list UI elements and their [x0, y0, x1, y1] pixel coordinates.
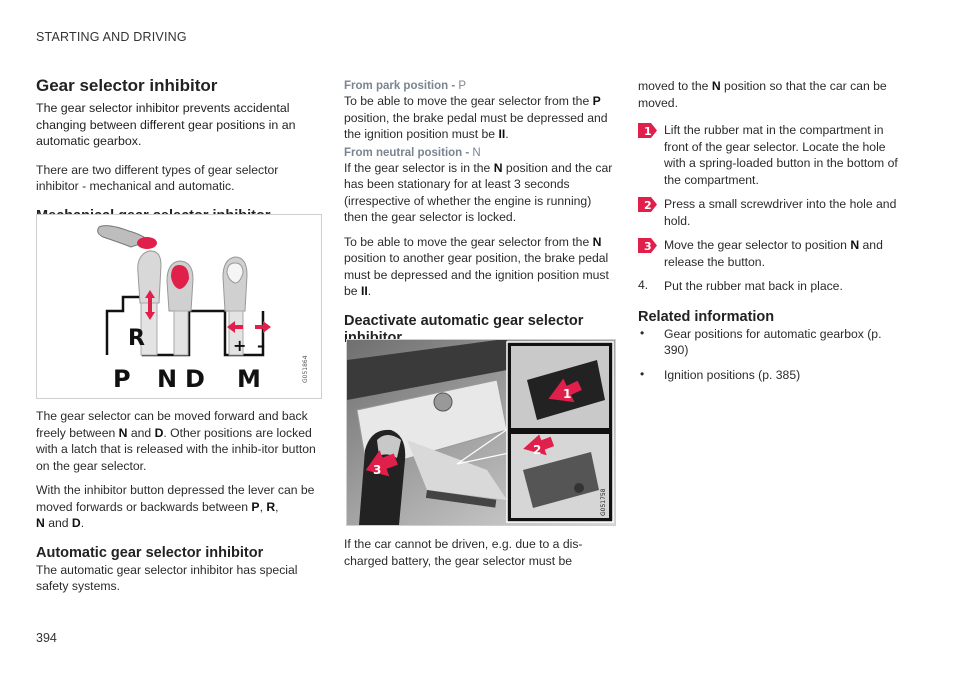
step-1: 1 Lift the rubber mat in the compartment… — [638, 122, 908, 188]
step-3: 3 Move the gear selector to position N a… — [638, 237, 908, 270]
running-header: STARTING AND DRIVING — [36, 30, 187, 44]
automatic-heading: Automatic gear selector inhibitor — [36, 544, 264, 561]
lead-paragraph: The gear selector inhibitor prevents acc… — [36, 101, 296, 148]
callout-2: 2 — [533, 443, 541, 457]
related-link-gear-positions[interactable]: • Gear positions for automatic gearbox (… — [640, 325, 882, 358]
step-marker-1-icon: 1 — [638, 123, 657, 138]
gate-label-n: N — [157, 365, 177, 393]
automatic-paragraph: The automatic gear selector inhibitor ha… — [36, 562, 298, 594]
gate-label-p: P — [113, 365, 131, 393]
callout-1: 1 — [563, 387, 571, 401]
svg-text:3: 3 — [644, 240, 652, 253]
related-heading: Related information — [638, 308, 775, 325]
step-marker-3-icon: 3 — [638, 238, 657, 253]
paragraph-free-movement: The gear selector can be moved forward a… — [36, 409, 316, 473]
column-1: Gear selector inhibitor The gear selecto… — [36, 76, 322, 225]
gear-lever-illustration: R + – P N D M G051864 — [97, 225, 309, 393]
column-2: From park position - P To be able to mov… — [344, 80, 616, 347]
step-marker-2-icon: 2 — [638, 197, 657, 212]
mechanical-inhibitor-figure: R + – P N D M G051864 — [36, 214, 322, 399]
neutral-paragraph-1: If the gear selector is in the N positio… — [344, 160, 613, 225]
gate-label-m: M — [237, 365, 261, 393]
page-number: 394 — [36, 631, 57, 645]
intro-paragraph: There are two different types of gear se… — [36, 162, 279, 194]
step-2: 2 Press a small screwdriver into the hol… — [638, 196, 908, 229]
figure-code: G051864 — [302, 355, 309, 383]
gate-label-plus: + — [233, 336, 246, 355]
gate-label-minus: – — [257, 336, 265, 355]
park-paragraph: To be able to move the gear selector fro… — [344, 94, 608, 141]
cannot-drive-paragraph: If the car cannot be driven, e.g. due to… — [344, 537, 583, 568]
related-link-ignition-positions[interactable]: • Ignition positions (p. 385) — [640, 366, 801, 382]
neutral-paragraph-2: To be able to move the gear selector fro… — [344, 234, 609, 299]
park-heading: From park position - P — [344, 80, 467, 92]
column-3: moved to the N position so that the car … — [638, 78, 908, 391]
neutral-heading: From neutral position - N — [344, 146, 481, 159]
svg-text:1: 1 — [644, 125, 652, 138]
figure-code: G051758 — [600, 488, 607, 516]
console-photo-illustration: 3 1 2 G051758 — [347, 340, 615, 525]
gate-label-d: D — [185, 365, 205, 393]
callout-3: 3 — [373, 463, 381, 477]
deactivate-inhibitor-figure: 3 1 2 G051758 — [346, 339, 616, 526]
step-4: 4. Put the rubber mat back in place. — [638, 278, 843, 293]
column-2-lower: If the car cannot be driven, e.g. due to… — [344, 536, 616, 569]
section-title: Gear selector inhibitor — [36, 76, 218, 95]
column-1-lower: The gear selector can be moved forward a… — [36, 408, 322, 595]
svg-text:2: 2 — [644, 199, 652, 212]
paragraph-inhibitor-button: With the inhibitor button depressed the … — [36, 483, 315, 530]
continuation-paragraph: moved to the N position so that the car … — [638, 79, 887, 110]
gate-label-r: R — [128, 326, 145, 351]
